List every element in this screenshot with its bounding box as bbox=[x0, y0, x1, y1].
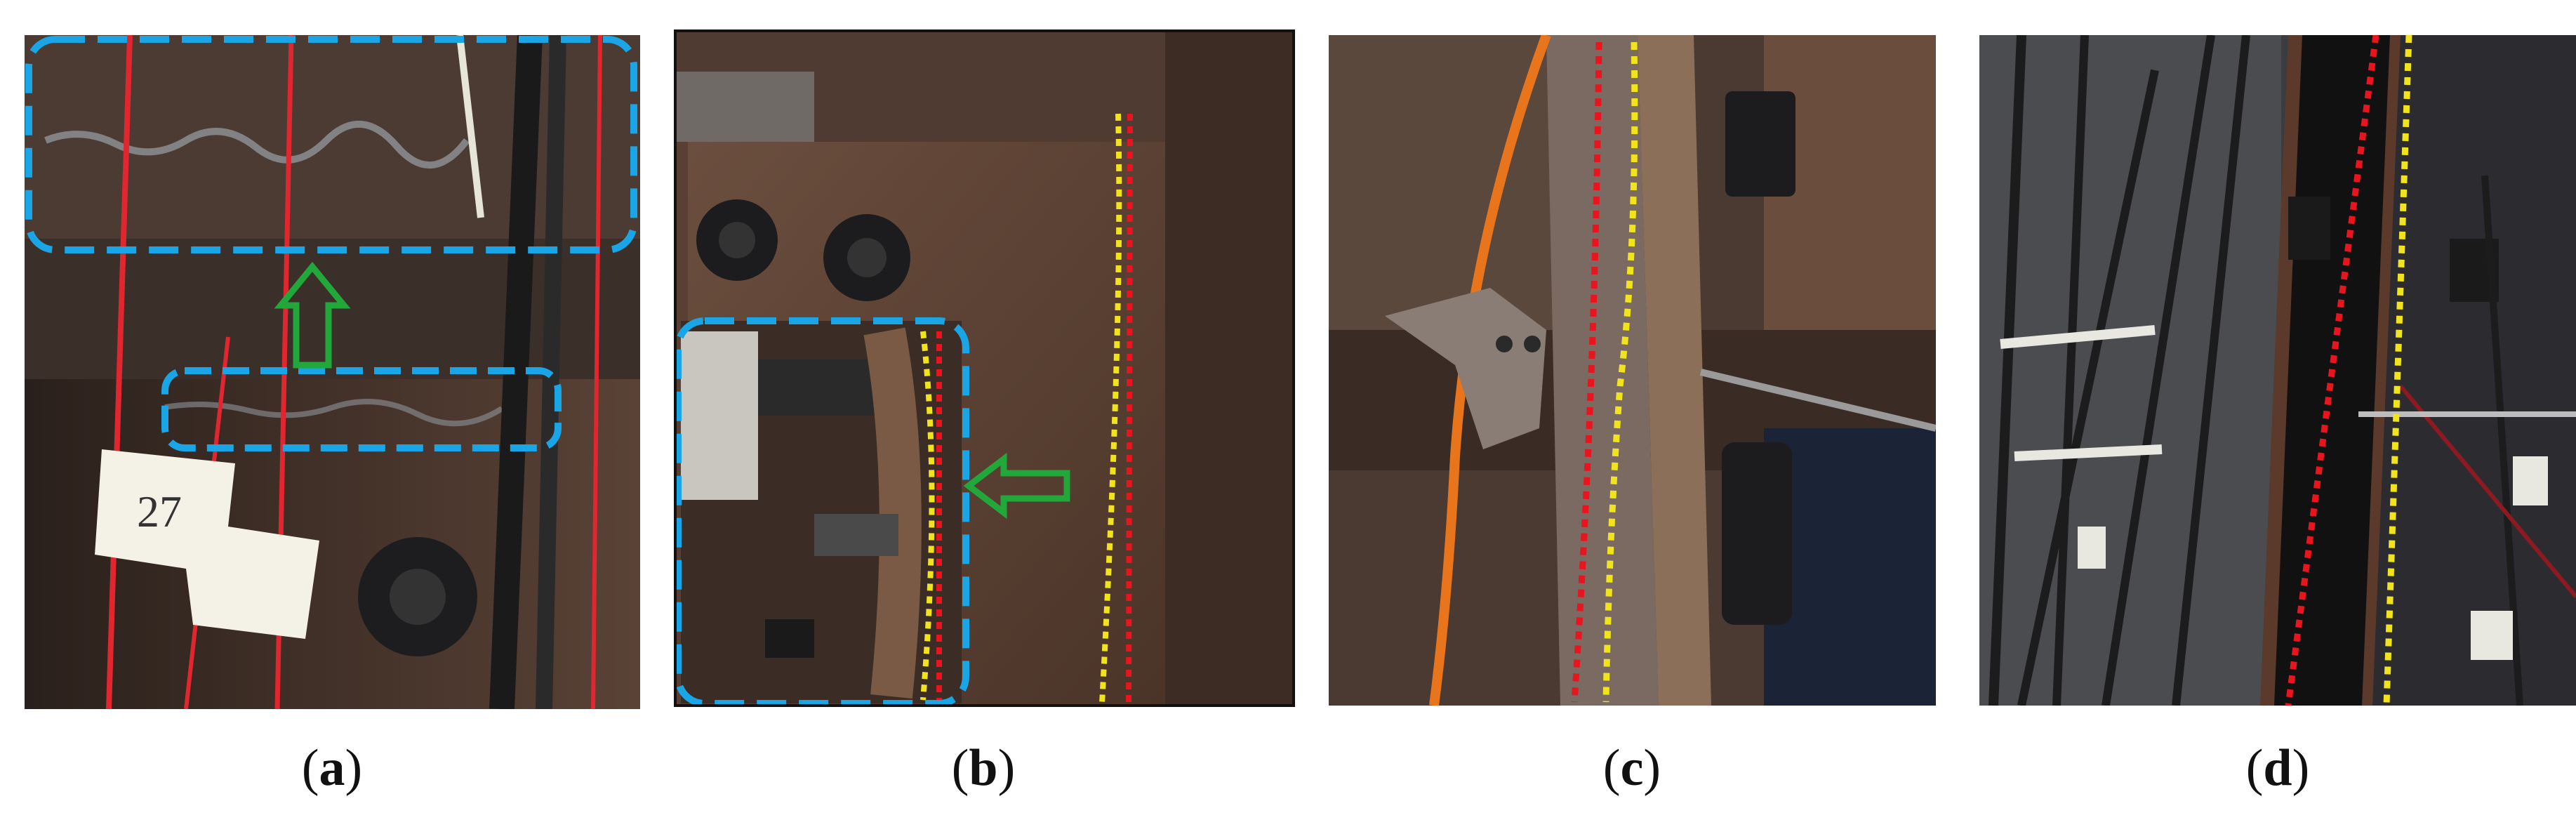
label-tag: 27 bbox=[95, 449, 319, 639]
caption-a: (a) bbox=[301, 739, 363, 797]
label-tag-text: 27 bbox=[137, 487, 182, 536]
arrow-left-icon bbox=[963, 452, 1070, 520]
arrow-up-icon bbox=[274, 261, 351, 369]
bolt-head bbox=[1725, 91, 1795, 197]
caption-d: (d) bbox=[2245, 739, 2310, 797]
highlight-box-weld-upper bbox=[25, 36, 637, 253]
bolt-head bbox=[1722, 442, 1792, 625]
caption-c: (c) bbox=[1602, 739, 1661, 797]
photo-panel-b bbox=[674, 29, 1295, 707]
caption-b: (b) bbox=[951, 739, 1016, 797]
highlight-box-weld-lower bbox=[161, 367, 562, 451]
highlight-box-inset bbox=[675, 317, 969, 707]
bolt-head bbox=[2288, 197, 2330, 260]
photo-panel-d bbox=[1979, 35, 2576, 706]
photo-panel-a: 27 bbox=[25, 35, 640, 709]
photo-panel-c bbox=[1329, 35, 1936, 706]
